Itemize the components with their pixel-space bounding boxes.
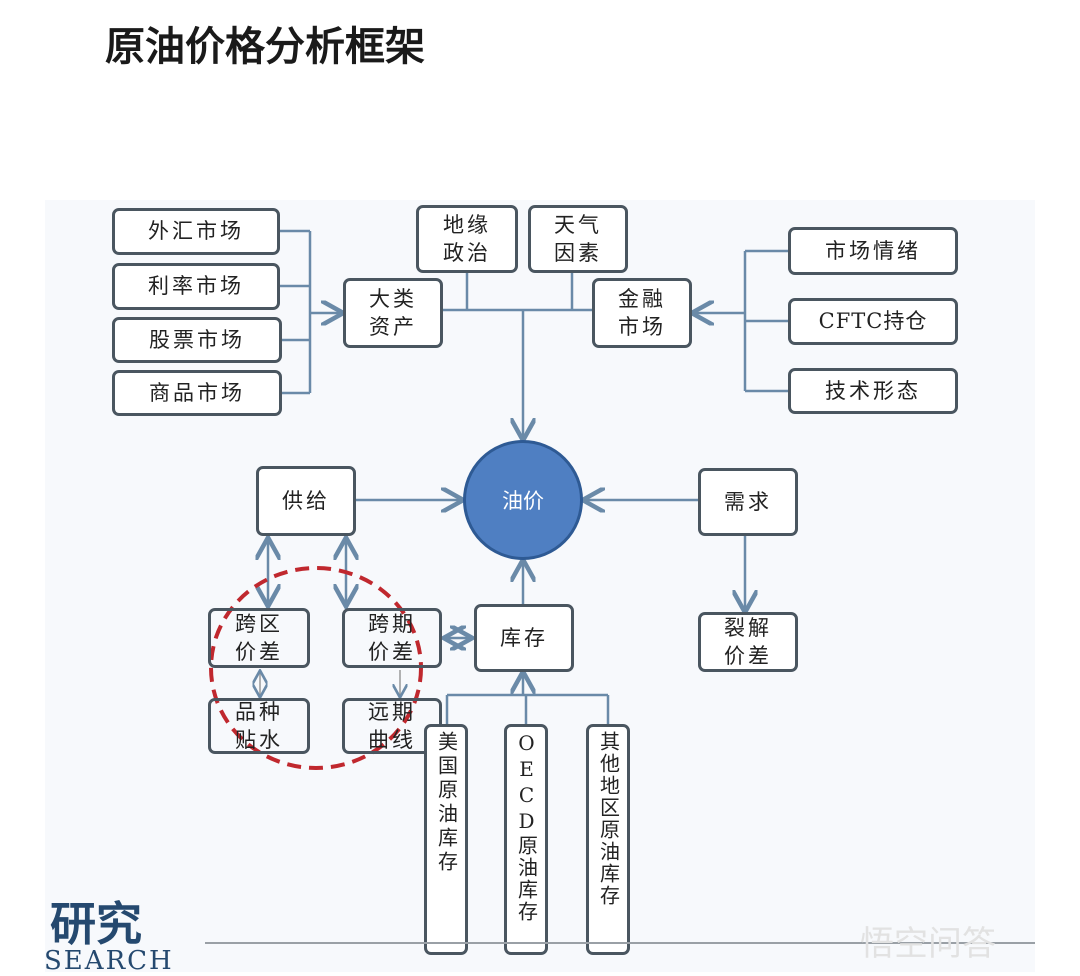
node-commodities: 商品市场 xyxy=(112,370,282,416)
node-forward-curve: 远期曲线 xyxy=(342,698,442,754)
node-inventory: 库存 xyxy=(474,604,574,672)
logo-cn: 研究 xyxy=(50,897,142,951)
node-technical: 技术形态 xyxy=(788,368,958,414)
node-rates: 利率市场 xyxy=(112,263,280,310)
page-title: 原油价格分析框架 xyxy=(105,24,425,70)
node-major-assets: 大类资产 xyxy=(343,278,443,348)
logo-en: SEARCH xyxy=(44,946,174,976)
node-regional-spread: 跨区价差 xyxy=(208,608,310,668)
node-financial-market: 金融市场 xyxy=(592,278,692,348)
node-forex: 外汇市场 xyxy=(112,208,280,255)
node-calendar-spread: 跨期价差 xyxy=(342,608,442,668)
watermark: 悟空问答 xyxy=(860,924,996,964)
node-crack-spread: 裂解价差 xyxy=(698,612,798,672)
node-stocks: 股票市场 xyxy=(112,317,282,363)
node-us-inventory: 美国原油库存 xyxy=(424,724,468,955)
node-supply: 供给 xyxy=(256,466,356,536)
node-sentiment: 市场情绪 xyxy=(788,227,958,275)
node-oil-price: 油价 xyxy=(463,440,583,560)
node-cftc: CFTC持仓 xyxy=(788,298,958,345)
node-oecd-inventory: OECD原油库存 xyxy=(504,724,548,955)
node-demand: 需求 xyxy=(698,468,798,536)
node-geopolitics: 地缘政治 xyxy=(416,205,518,273)
footer-divider xyxy=(205,942,1035,944)
node-other-inventory: 其他地区原油库存 xyxy=(586,724,630,955)
node-grade-discount: 品种贴水 xyxy=(208,698,310,754)
node-weather: 天气因素 xyxy=(528,205,628,273)
highlight-dashed-circle xyxy=(209,566,423,770)
